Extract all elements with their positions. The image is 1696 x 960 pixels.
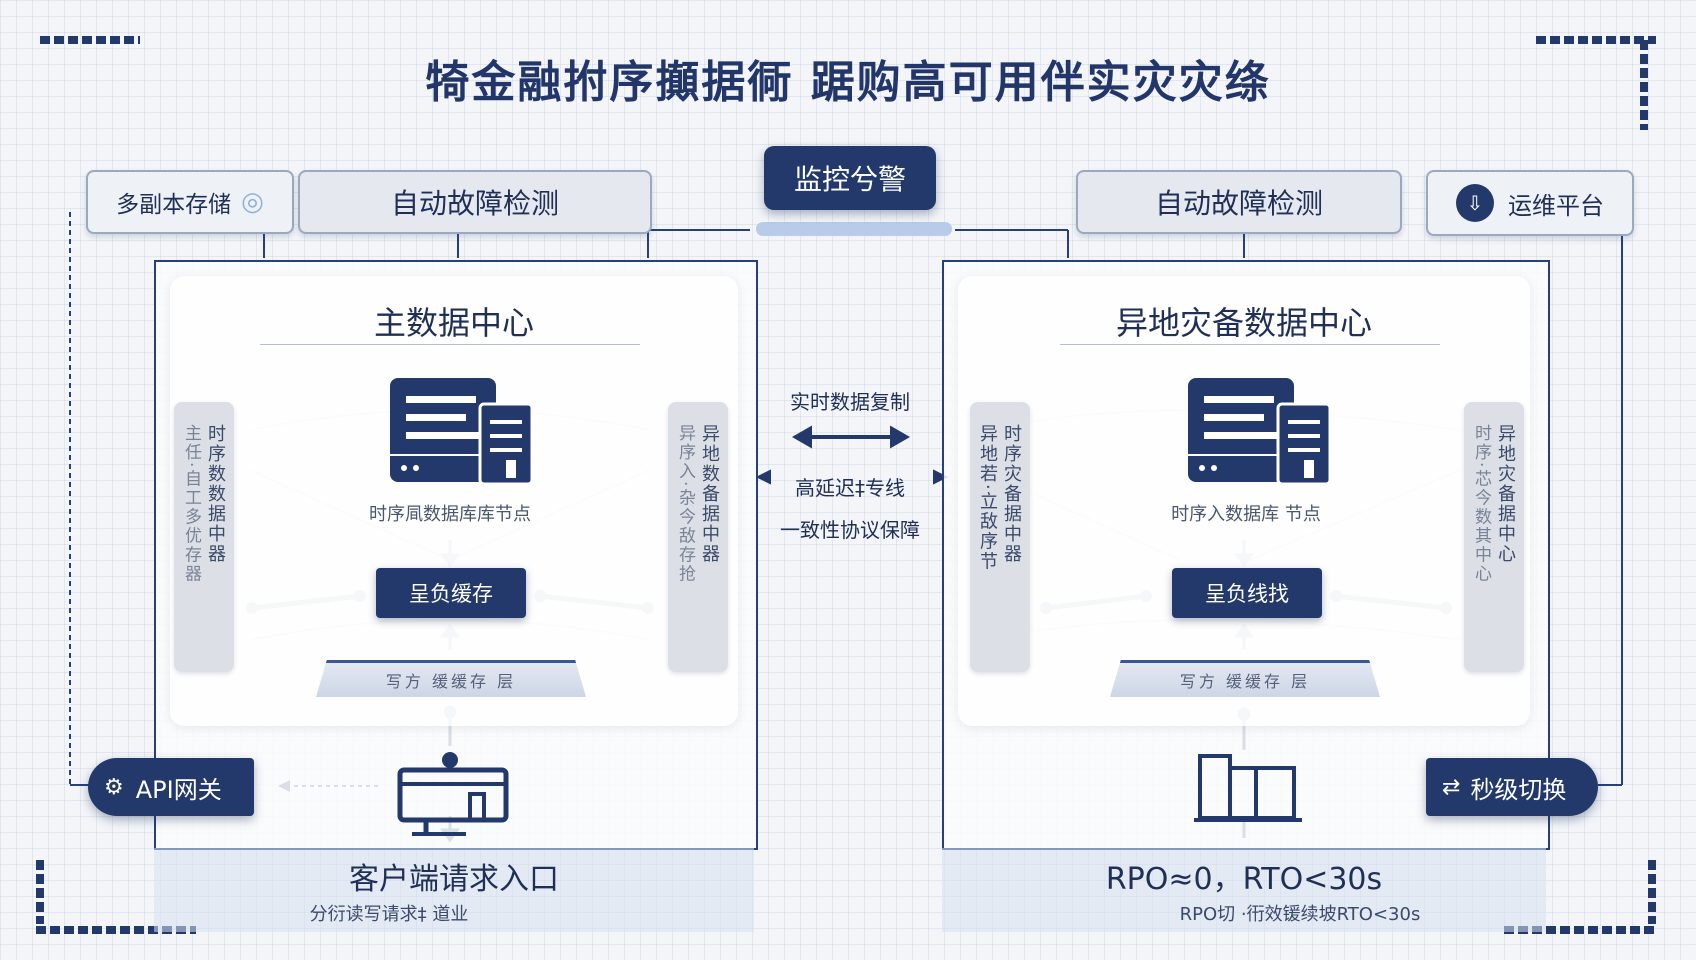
primary-right-side-bar: 异序入·杂今敌存抢 异地数备据中器	[668, 402, 728, 672]
link-label: 高延迟‡专线	[795, 476, 905, 500]
dr-cache-label: 呈负线找	[1205, 582, 1289, 606]
ops-platform-label: 运维平台	[1508, 191, 1604, 220]
frame-decoration-top-left	[40, 36, 140, 44]
dr-bottom-band	[942, 848, 1546, 932]
primary-write-cache-label: 写方 缓缓存 层	[385, 672, 517, 691]
dr-left-side-bar: 异地若·立敌序节 时序灾备据中器	[970, 402, 1030, 672]
primary-right-bar-col2: 异地数备据中器	[699, 424, 720, 564]
dr-write-cache-label: 写方 缓缓存 层	[1179, 672, 1311, 691]
multi-replica-storage-label: 多副本存储	[116, 192, 232, 218]
switch-icon: ⇄	[1442, 774, 1461, 800]
dr-right-bar-col1: 时序·芯今数其中心	[1471, 424, 1491, 584]
dr-left-bar-col2: 时序灾备据中器	[1001, 424, 1022, 564]
frame-decoration-right-bottom	[1648, 860, 1656, 924]
dr-right-bar-col2: 异地灾备据中心	[1495, 424, 1516, 564]
dr-cache-box: 呈负线找	[1172, 568, 1322, 618]
consistency-label: 一致性协议保障	[780, 518, 920, 542]
dr-title-underline	[1060, 344, 1440, 345]
download-icon: ⇩	[1456, 184, 1494, 222]
api-gateway-label: API网关	[135, 775, 222, 804]
primary-cache-label: 呈负缓存	[409, 582, 493, 606]
second-switch-label: 秒级切换	[1470, 775, 1567, 804]
monitor-icon	[397, 752, 509, 836]
dr-right-side-bar: 时序·芯今数其中心 异地灾备据中心	[1464, 402, 1524, 672]
server-icon	[1188, 378, 1332, 486]
dr-title: 异地灾备数据中心	[1115, 304, 1372, 342]
dr-inner-panel	[958, 276, 1530, 726]
auto-fault-detection-right-box: 自动故障检测	[1076, 170, 1402, 234]
swirl-icon: ◎	[241, 187, 264, 217]
ops-platform-box: ⇩ 运维平台	[1426, 170, 1634, 236]
primary-right-bar-col1: 异序入·杂今敌存抢	[675, 424, 695, 584]
primary-title: 主数据中心	[373, 304, 534, 342]
frame-decoration-top-right	[1536, 36, 1656, 44]
primary-node-label: 时序凬数据库库节点	[369, 504, 531, 525]
client-entry-label: 客户端请求入口	[349, 862, 559, 897]
monitor-alert-box: 监控兮警	[764, 146, 936, 210]
frame-decoration-right	[1640, 40, 1648, 130]
monitor-icon	[1194, 754, 1302, 822]
rpo-rto-label: RPO≈0，RTO<30s	[1105, 862, 1383, 897]
frame-decoration-bottom-left	[36, 926, 196, 934]
primary-inner-panel	[170, 276, 738, 726]
client-entry-sub: 分衍读写请求‡ 道业	[309, 904, 469, 925]
primary-write-cache-layer: 写方 缓缓存 层	[316, 660, 586, 697]
primary-left-side-bar: 主任·自工多优存器 时序数数据中器	[174, 402, 234, 672]
primary-left-bar-col1: 主任·自工多优存器	[181, 424, 201, 584]
dr-left-bar-col1: 异地若·立敌序节	[977, 424, 998, 572]
auto-fault-detection-right-label: 自动故障检测	[1154, 187, 1323, 220]
replication-label: 实时数据复制	[790, 390, 910, 414]
multi-replica-storage-box: 多副本存储 ◎	[86, 170, 294, 234]
primary-title-underline	[260, 344, 640, 345]
api-gateway-button[interactable]: ⚙ API网关	[88, 758, 254, 816]
primary-left-bar-col2: 时序数数据中器	[205, 424, 226, 564]
frame-decoration-left-bottom	[36, 860, 44, 924]
gear-icon: ⚙	[104, 774, 124, 800]
rpo-rto-sub: RPO切 ·衎效锾续坡RTO<30s	[1179, 904, 1421, 925]
dr-node-label: 时序入数据库 节点	[1171, 504, 1321, 525]
monitor-alert-label: 监控兮警	[793, 163, 906, 196]
primary-cache-box: 呈负缓存	[376, 568, 526, 618]
primary-bottom-band	[154, 848, 754, 932]
dr-write-cache-layer: 写方 缓缓存 层	[1110, 660, 1380, 697]
diagram-title: 犄金融拊序攧据衕 踞购高可用伴实灾灾绦	[425, 57, 1271, 108]
auto-fault-detection-left-box: 自动故障检测	[298, 170, 652, 234]
second-switch-button[interactable]: ⇄ 秒级切换	[1426, 758, 1598, 816]
auto-fault-detection-left-label: 自动故障检测	[390, 187, 559, 220]
server-icon	[390, 378, 534, 486]
frame-decoration-bottom-right	[1504, 926, 1654, 934]
